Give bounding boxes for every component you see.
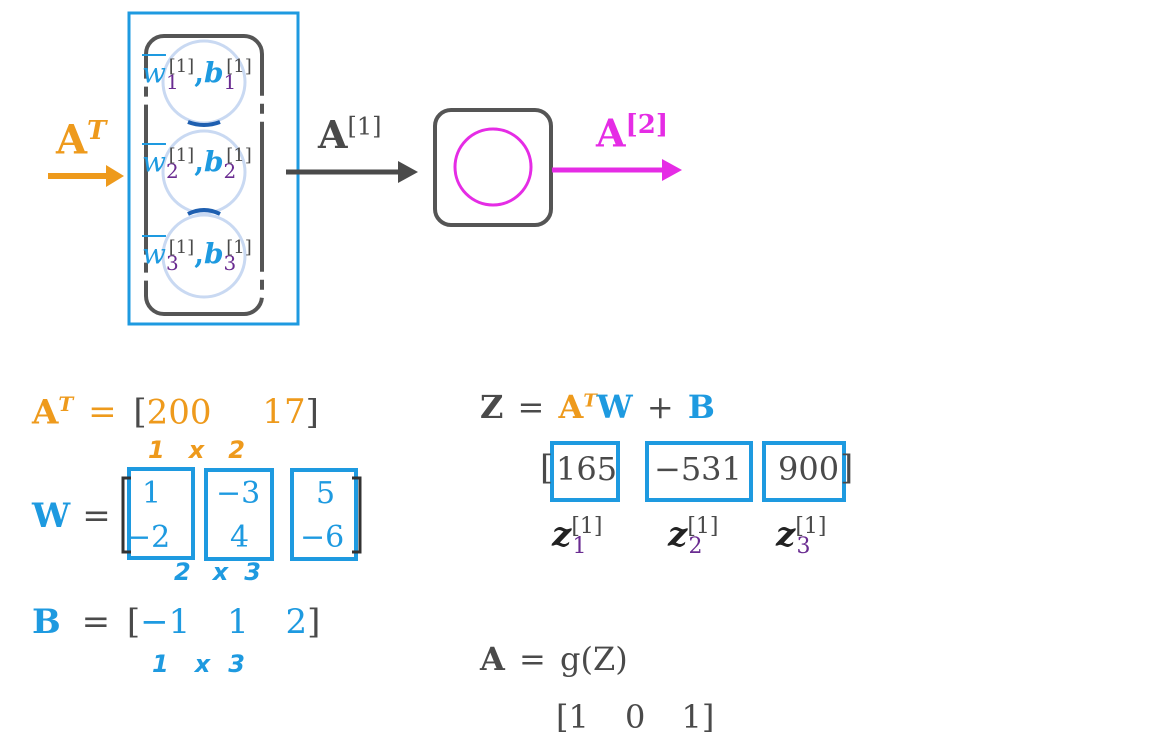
z-value-box-2 [645,441,753,502]
w-col2-top: −3 [216,476,261,511]
w-column-box-2 [204,468,274,561]
w-vector-symbol: w [142,237,166,271]
z2-label: z[1]2 [668,514,719,560]
neuron-3-circle [161,213,247,299]
a2-arrow [552,159,682,181]
z-value-box-3 [762,441,846,502]
w-column-box-1 [127,467,195,560]
w-vector-symbol: w [142,145,166,179]
neuron-connector-arc [187,120,221,127]
a-values: [1 0 1] [556,698,715,736]
w-left-bracket [121,476,131,554]
input-arrow [48,165,124,187]
z-value-box-1 [550,441,620,502]
w-col2-bottom: 4 [230,520,250,555]
w-vector-symbol: w [142,56,166,90]
w-col1-top: 1 [142,476,162,511]
layer2-box [433,108,553,227]
input-label: AT [56,116,107,164]
a2-label: A[2] [596,110,669,156]
z-value-2: −531 [654,450,742,488]
w-column-box-3 [290,468,358,561]
z-value-1: 165 [556,450,618,488]
w-label: W= [32,496,111,536]
z-right-bracket: ] [840,448,854,488]
unit-label-2: w2[1],b2[1] [142,145,252,183]
a1-arrow [286,161,418,183]
z3-label: z[1]3 [776,514,827,560]
z-value-3: 900 [778,450,840,488]
a-equation: A = g(Z) [480,640,628,678]
unit-label-1: w1[1],b1[1] [142,56,252,94]
output-neuron-circle [453,127,533,207]
z1-label: z[1]1 [552,514,603,560]
w-col3-bottom: −6 [300,520,345,555]
w-col1-bottom: −2 [126,520,171,555]
neuron-2-circle [161,129,247,215]
z-left-bracket: [ [540,448,554,488]
z-equation: Z = ATW + B [480,388,715,426]
w-col3-top: 5 [316,476,336,511]
unit-label-3: w3[1],b3[1] [142,237,252,275]
at-row: AT = [200 17] [32,392,319,433]
layer1-highlight-box [127,11,300,326]
a1-label: A[1] [318,112,382,157]
w-right-bracket [352,476,362,554]
neuron-connector-arc [187,208,221,216]
b-row: B = [−1 1 2] [32,602,321,642]
layer1-frame [144,34,264,316]
